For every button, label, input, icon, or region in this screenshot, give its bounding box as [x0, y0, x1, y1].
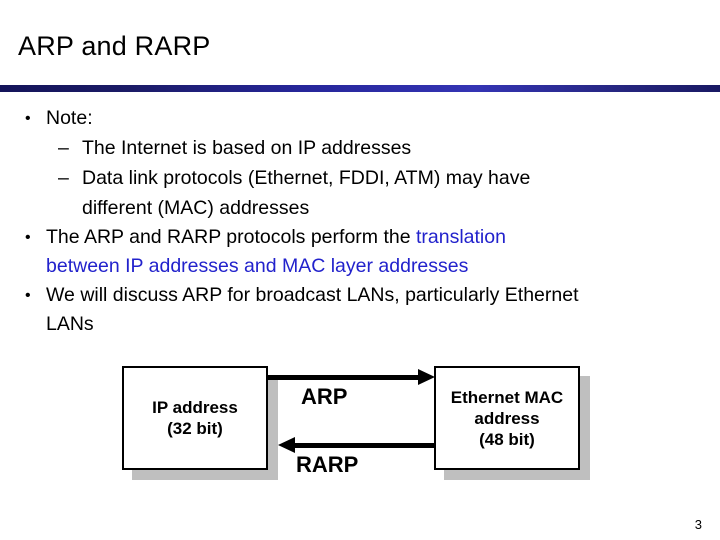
rarp-arrow-label: RARP [296, 452, 359, 477]
title-divider-rule [0, 85, 720, 92]
bullet-datalink: – Data link protocols (Ethernet, FDDI, A… [0, 163, 720, 193]
ip-address-line1: IP address [152, 398, 238, 417]
page-title: ARP and RARP [18, 31, 211, 61]
mac-address-line2: address [474, 408, 540, 428]
ip-address-line2: (32 bit) [167, 419, 223, 438]
bullet-marker: • [25, 229, 31, 246]
rarp-arrow-shaft [294, 443, 436, 448]
ip-address-box: IP address (32 bit) [122, 366, 268, 470]
arp-rarp-diagram: IP address (32 bit) Ethernet MAC address… [104, 358, 604, 490]
dash-marker: – [58, 137, 69, 159]
page-number: 3 [694, 517, 702, 532]
bullet-marker: • [25, 287, 31, 304]
bullet-internet-ip: – The Internet is based on IP addresses [0, 133, 720, 163]
bullet-arp-rarp-accent: translation [415, 226, 506, 248]
arp-arrow-head-right-icon [418, 369, 435, 385]
bullet-arp-rarp-wrap: between IP addresses and MAC layer addre… [46, 255, 469, 277]
bullet-arp-rarp: • The ARP and RARP protocols perform the… [0, 223, 720, 252]
bullet-datalink-wrap: different (MAC) addresses [82, 197, 310, 219]
bullet-marker: • [25, 110, 31, 127]
bullet-note: • Note: [0, 104, 720, 133]
bullet-arp-rarp-label: The ARP and RARP protocols perform the [46, 226, 416, 248]
bullet-broadcast-lans: • We will discuss ARP for broadcast LANs… [0, 281, 720, 310]
dash-marker: – [58, 167, 69, 189]
bullet-broadcast-lans-wrap: LANs [46, 313, 94, 335]
bullet-note-label: Note: [46, 107, 93, 129]
arp-arrow-label: ARP [301, 384, 348, 409]
bullet-datalink-label: Data link protocols (Ethernet, FDDI, ATM… [82, 167, 531, 189]
mac-address-line1: Ethernet MAC [450, 387, 564, 407]
bullet-internet-ip-label: The Internet is based on IP addresses [82, 137, 412, 159]
bullet-list: • Note: – The Internet is based on IP ad… [0, 104, 720, 339]
rarp-arrow-head-left-icon [278, 437, 295, 453]
bullet-broadcast-lans-label: We will discuss ARP for broadcast LANs, … [46, 284, 579, 306]
mac-address-box: Ethernet MAC address (48 bit) [434, 366, 580, 470]
arp-arrow-shaft [268, 375, 420, 380]
mac-address-line3: (48 bit) [479, 429, 535, 449]
